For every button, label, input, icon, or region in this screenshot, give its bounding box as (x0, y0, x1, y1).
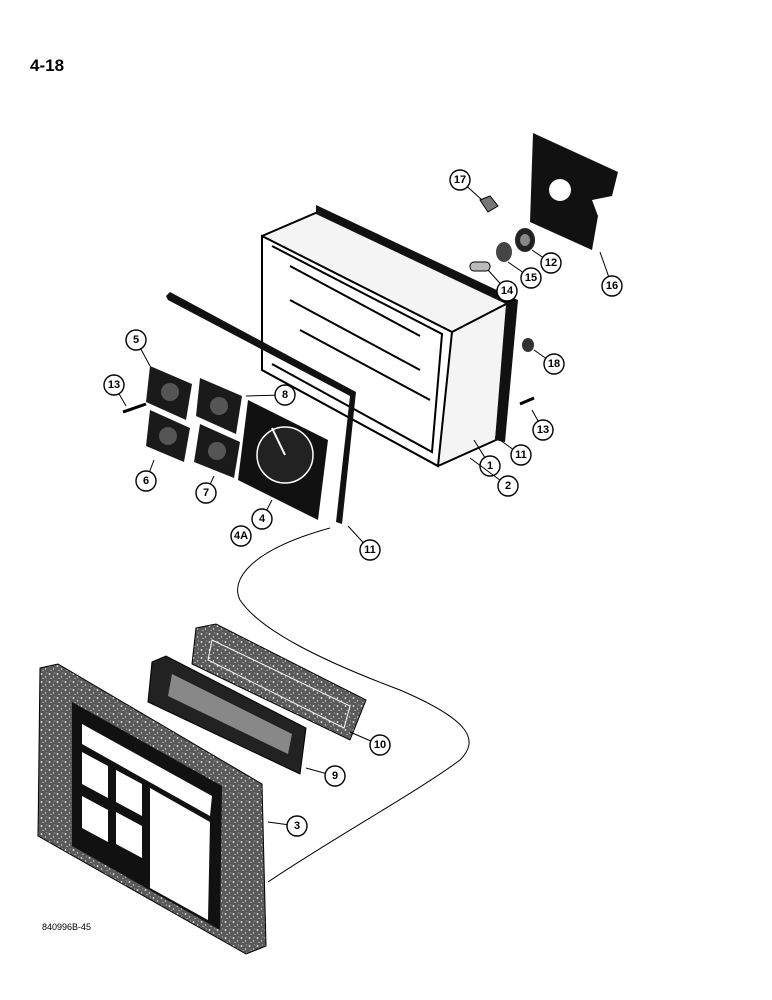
callout-label: 16 (606, 280, 618, 292)
callout-circle (510, 444, 532, 466)
small-gauges (146, 366, 242, 478)
callout-label: 5 (133, 334, 139, 346)
callout-label: 13 (537, 424, 549, 436)
callout-label: 3 (294, 820, 300, 832)
callout-circle (359, 539, 381, 561)
callout-circle (497, 475, 519, 497)
callout-14: 14 (487, 269, 518, 302)
callout-circle (274, 384, 296, 406)
callout-label: 10 (374, 739, 386, 751)
callout-circle (230, 525, 252, 547)
callout-circle (103, 374, 125, 396)
callout-circle (601, 275, 623, 297)
callout-circle (449, 169, 471, 191)
callout-circle (195, 482, 217, 504)
callout-5: 5 (125, 329, 151, 367)
callout-label: 9 (332, 770, 338, 782)
callout-7: 7 (195, 475, 217, 504)
callout-circle (369, 734, 391, 756)
harness-line (237, 527, 470, 883)
callout-label: 1 (487, 460, 493, 472)
figure-code: 840996B-45 (42, 922, 92, 932)
rear-seal (316, 205, 518, 442)
callout-label: 12 (545, 257, 557, 269)
callout-label: 4A (234, 530, 248, 542)
callout-6: 6 (135, 459, 157, 492)
callout-4a: 4A (230, 525, 252, 547)
callout-label: 11 (515, 449, 527, 461)
callout-16: 16 (599, 251, 623, 297)
callout-circle (540, 252, 562, 274)
callout-circle (135, 470, 157, 492)
callout-label: 17 (454, 174, 466, 186)
callout-1: 1 (473, 439, 501, 477)
callout-label: 11 (364, 544, 376, 556)
callout-18: 18 (533, 349, 565, 375)
callout-8: 8 (245, 384, 296, 406)
callout-circle (532, 419, 554, 441)
callout-10: 10 (349, 731, 391, 756)
callout-label: 6 (143, 475, 149, 487)
callout-11: 11 (347, 525, 381, 561)
callout-circle (520, 267, 542, 289)
small-parts (122, 195, 535, 414)
callout-circle (125, 329, 147, 351)
callout-circle (496, 280, 518, 302)
callout-label: 13 (108, 379, 120, 391)
page-number: 4-18 (30, 56, 65, 75)
callout-circle (543, 353, 565, 375)
callout-9: 9 (305, 765, 346, 787)
callout-label: 15 (525, 272, 537, 284)
front-panel (37, 663, 267, 955)
callout-label: 4 (259, 513, 266, 525)
callout-label: 8 (282, 389, 288, 401)
callout-circle (251, 508, 273, 530)
lens-panel (191, 623, 367, 741)
callout-3: 3 (267, 815, 308, 837)
callout-12: 12 (531, 249, 562, 274)
large-gauge (238, 400, 328, 520)
callout-circle (324, 765, 346, 787)
callout-2: 2 (469, 457, 519, 497)
callout-11: 11 (499, 439, 532, 466)
gasket-plate (530, 133, 618, 250)
callout-label: 18 (548, 358, 560, 370)
callout-13: 13 (531, 409, 554, 441)
callout-label: 14 (501, 285, 514, 297)
callout-15: 15 (507, 261, 542, 289)
callout-13: 13 (103, 374, 127, 407)
callout-label: 2 (505, 480, 511, 492)
callout-label: 7 (203, 487, 209, 499)
callout-17: 17 (449, 169, 483, 201)
callout-circle (286, 815, 308, 837)
callout-circle (479, 455, 501, 477)
callout-4: 4 (251, 499, 273, 530)
bezel-frame (147, 655, 307, 775)
